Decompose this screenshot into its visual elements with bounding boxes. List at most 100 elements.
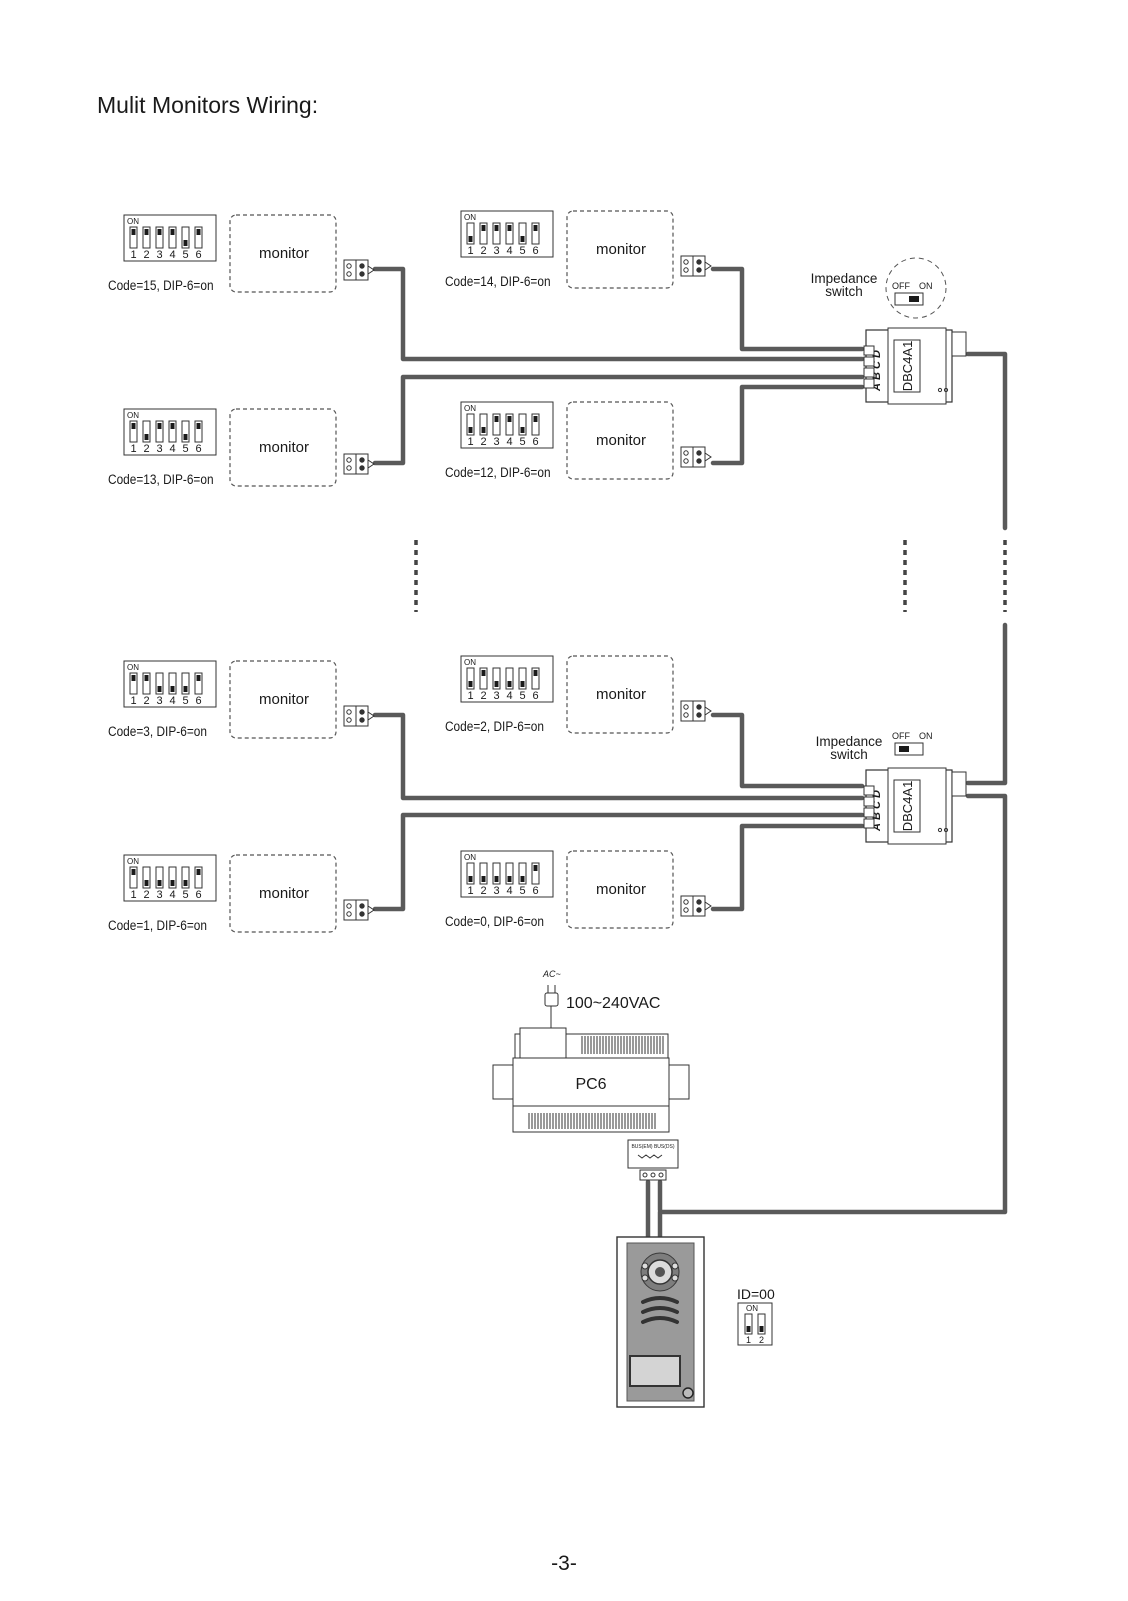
monitor-code-label: Code=1, DIP-6=on bbox=[108, 917, 207, 933]
dip-number: 6 bbox=[532, 436, 538, 448]
pc6-body: PC6 bbox=[492, 1027, 690, 1133]
dip-knob bbox=[157, 880, 162, 886]
dip-number: 4 bbox=[169, 443, 175, 455]
dip-number: 6 bbox=[195, 249, 201, 261]
terminal-screw bbox=[359, 271, 365, 277]
terminal-screw bbox=[683, 450, 689, 456]
dip-slider bbox=[181, 226, 190, 249]
monitor-label: monitor bbox=[596, 241, 646, 258]
terminal-screw bbox=[359, 911, 365, 917]
monitor-box bbox=[566, 210, 674, 289]
terminal-lead bbox=[367, 905, 375, 915]
monitor-code-label: Code=3, DIP-6=on bbox=[108, 723, 207, 739]
dip-knob bbox=[157, 229, 162, 235]
port-label: B bbox=[871, 372, 883, 380]
dip-knob bbox=[131, 869, 136, 875]
port-label: C bbox=[871, 800, 883, 809]
terminal-screw bbox=[683, 259, 689, 265]
monitor-box bbox=[229, 214, 337, 293]
terminal-screw bbox=[696, 450, 702, 456]
terminal-lead bbox=[367, 459, 375, 469]
dip-knob bbox=[468, 427, 473, 433]
impedance-label: switch bbox=[825, 284, 863, 299]
port-label: B bbox=[871, 812, 883, 820]
dip-knob bbox=[144, 434, 149, 440]
dip-number: 4 bbox=[169, 249, 175, 261]
dip-knob bbox=[533, 416, 538, 422]
terminal-screw bbox=[683, 712, 689, 718]
vent-top bbox=[581, 1036, 664, 1054]
dip-knob bbox=[468, 876, 473, 882]
wire-monitor-code-0 bbox=[710, 823, 865, 912]
dip-slider bbox=[505, 413, 514, 436]
dip-number: 3 bbox=[493, 436, 499, 448]
name-plate bbox=[629, 1355, 681, 1387]
wire-distributor-1-out bbox=[965, 351, 1008, 531]
monitor-code-label: Code=12, DIP-6=on bbox=[445, 464, 551, 480]
port-label: C bbox=[871, 360, 883, 369]
dip-number: 5 bbox=[519, 436, 525, 448]
impedance-switch-knob bbox=[909, 296, 919, 302]
dip-knob bbox=[131, 423, 136, 429]
port-terminal bbox=[863, 345, 875, 356]
terminal-screw bbox=[359, 465, 365, 471]
monitor-label: monitor bbox=[259, 245, 309, 262]
ac-label: AC~ bbox=[542, 969, 561, 979]
dip-knob bbox=[481, 670, 486, 676]
impedance-highlight bbox=[885, 257, 947, 319]
dip-number: 4 bbox=[506, 885, 512, 897]
dip-number: 4 bbox=[506, 436, 512, 448]
dip-slider bbox=[129, 226, 138, 249]
dip-number: 3 bbox=[493, 690, 499, 702]
dip-slider bbox=[168, 420, 177, 443]
speaker-grille-icon bbox=[641, 1296, 679, 1324]
dip-number: 5 bbox=[182, 443, 188, 455]
monitor-code-label: Code=15, DIP-6=on bbox=[108, 277, 214, 293]
dip-number: 5 bbox=[519, 885, 525, 897]
terminal-screw bbox=[683, 458, 689, 464]
distributor-model: DBC4A1 bbox=[900, 341, 915, 392]
dip-slider bbox=[505, 667, 514, 690]
terminal-screw bbox=[359, 717, 365, 723]
camera-icon bbox=[640, 1252, 680, 1292]
dip-slider bbox=[168, 226, 177, 249]
dip-on-label: ON bbox=[464, 213, 476, 222]
port-label: D bbox=[871, 790, 883, 798]
monitor-label: monitor bbox=[259, 691, 309, 708]
impedance-label: Impedance bbox=[816, 734, 883, 749]
led bbox=[943, 827, 949, 833]
call-button-icon bbox=[682, 1387, 694, 1399]
dip-number: 5 bbox=[519, 245, 525, 257]
monitor-code-label: Code=2, DIP-6=on bbox=[445, 718, 544, 734]
dip-slider bbox=[194, 866, 203, 889]
wire-monitor-code-14 bbox=[710, 266, 865, 352]
dip-knob bbox=[507, 681, 512, 687]
impedance-switch-knob bbox=[899, 746, 909, 752]
terminal-screw bbox=[346, 911, 352, 917]
terminal-screw bbox=[683, 704, 689, 710]
terminal-screw bbox=[346, 263, 352, 269]
dip-knob bbox=[507, 416, 512, 422]
dip-number: 3 bbox=[156, 249, 162, 261]
dip-on-label: ON bbox=[464, 853, 476, 862]
dip-knob bbox=[481, 876, 486, 882]
dip-knob bbox=[759, 1326, 764, 1332]
terminal-screw bbox=[346, 457, 352, 463]
dip-knob bbox=[196, 423, 201, 429]
dip-slider bbox=[129, 672, 138, 695]
